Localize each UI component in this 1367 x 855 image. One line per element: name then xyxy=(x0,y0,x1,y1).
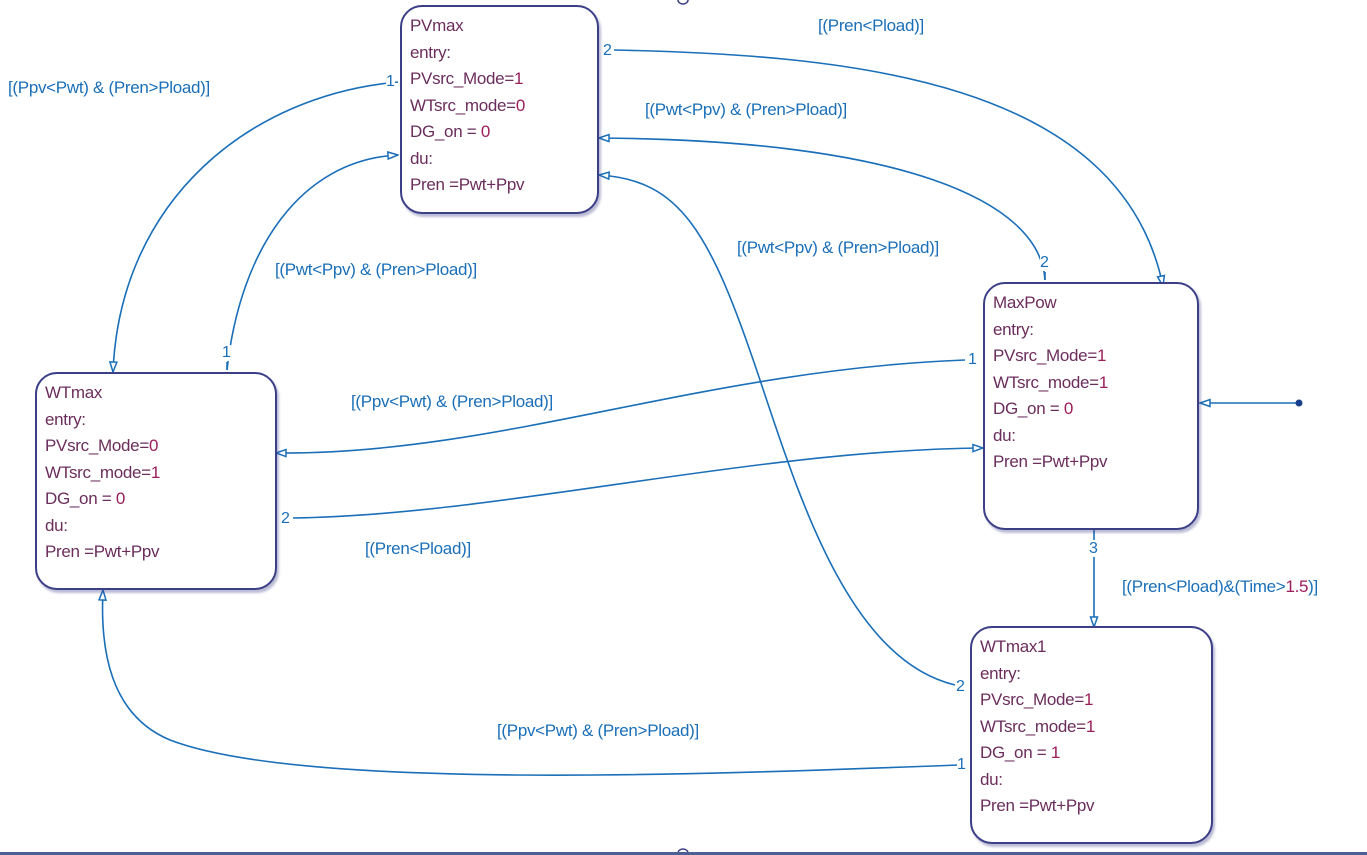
state-line: WTsrc_mode=1 xyxy=(993,372,1108,392)
state-line: DG_on = 0 xyxy=(45,489,125,508)
state-wtmax1[interactable]: WTmax1 entry: PVsrc_Mode=1 WTsrc_mode=1 … xyxy=(970,626,1213,844)
state-line: entry: xyxy=(45,409,86,429)
state-line: PVsrc_Mode=1 xyxy=(980,690,1094,709)
state-name: WTmax xyxy=(45,383,103,402)
transition-wtmax1-to-pvmax[interactable] xyxy=(599,175,956,686)
state-wtmax[interactable]: WTmax entry: PVsrc_Mode=0 WTsrc_mode=1 D… xyxy=(35,372,277,590)
priority-maxpow-to-wtmax1: 3 xyxy=(1089,540,1098,557)
state-line: DG_on = 1 xyxy=(980,743,1060,762)
priority-wtmax-to-pvmax: 1 xyxy=(222,344,231,361)
state-line: du: xyxy=(410,148,433,168)
guard-pvmax-to-wtmax: [(Ppv<Pwt) & (Pren>Pload)] xyxy=(8,78,210,97)
guard-wtmax-to-pvmax: [(Pwt<Ppv) & (Pren>Pload)] xyxy=(275,260,477,279)
state-line: WTsrc_mode=0 xyxy=(410,95,525,115)
priority-maxpow-to-pvmax: 2 xyxy=(1040,254,1049,271)
guard-wtmax1-to-wtmax: [(Ppv<Pwt) & (Pren>Pload)] xyxy=(497,721,699,740)
state-line: Pren =Pwt+Ppv xyxy=(410,175,525,194)
state-line: WTsrc_mode=1 xyxy=(980,716,1095,736)
transition-maxpow-to-pvmax[interactable] xyxy=(599,138,1046,281)
priority-maxpow-to-wtmax: 1 xyxy=(968,351,977,368)
transition-pvmax-to-maxpow[interactable] xyxy=(613,49,1163,286)
guard-pvmax-to-maxpow: [(Pren<Pload)] xyxy=(818,16,924,35)
state-line: Pren =Pwt+Ppv xyxy=(980,796,1095,815)
priority-wtmax1-to-pvmax: 2 xyxy=(956,678,965,695)
transition-pvmax-to-wtmax[interactable] xyxy=(113,81,399,372)
state-line: WTsrc_mode=1 xyxy=(45,462,160,482)
guard-maxpow-to-wtmax: [(Ppv<Pwt) & (Pren>Pload)] xyxy=(351,392,553,411)
guard-maxpow-to-pvmax: [(Pwt<Ppv) & (Pren>Pload)] xyxy=(645,100,847,119)
state-line: PVsrc_Mode=1 xyxy=(410,69,524,88)
default-transition-dot xyxy=(1295,399,1303,407)
state-line: entry: xyxy=(993,319,1034,339)
state-pvmax[interactable]: PVmax entry: PVsrc_Mode=1 WTsrc_mode=0 D… xyxy=(400,5,599,214)
transition-wtmax-to-pvmax[interactable] xyxy=(226,155,398,371)
state-line: PVsrc_Mode=1 xyxy=(993,346,1107,365)
priority-pvmax-to-wtmax: 1 xyxy=(386,73,395,90)
priority-wtmax1-to-wtmax: 1 xyxy=(957,756,966,773)
transition-wtmax1-to-wtmax[interactable] xyxy=(103,590,959,776)
state-line: entry: xyxy=(980,663,1021,683)
guard-maxpow-to-wtmax1: [(Pren<Pload)&(Time>1.5)] xyxy=(1122,577,1318,596)
state-line: DG_on = 0 xyxy=(410,122,490,141)
state-line: Pren =Pwt+Ppv xyxy=(993,452,1108,471)
top-junction-marker xyxy=(677,0,689,5)
bottom-border xyxy=(0,852,1367,855)
bottom-junction-marker xyxy=(677,848,689,854)
state-maxpow[interactable]: MaxPow entry: PVsrc_Mode=1 WTsrc_mode=1 … xyxy=(983,282,1199,530)
transition-wtmax-to-maxpow[interactable] xyxy=(292,448,983,519)
state-line: Pren =Pwt+Ppv xyxy=(45,542,160,561)
state-line: PVsrc_Mode=0 xyxy=(45,436,159,455)
state-line: du: xyxy=(45,515,68,535)
priority-pvmax-to-maxpow: 2 xyxy=(603,42,612,59)
state-line: DG_on = 0 xyxy=(993,399,1073,418)
guard-wtmax1-to-pvmax: [(Pwt<Ppv) & (Pren>Pload)] xyxy=(737,238,939,257)
guard-wtmax-to-maxpow: [(Pren<Pload)] xyxy=(365,539,471,558)
state-line: entry: xyxy=(410,42,451,62)
state-name: PVmax xyxy=(410,16,464,35)
priority-wtmax-to-maxpow: 2 xyxy=(281,510,290,527)
transition-maxpow-to-wtmax[interactable] xyxy=(276,359,966,453)
state-line: du: xyxy=(993,425,1016,445)
state-name: MaxPow xyxy=(993,293,1057,312)
state-name: WTmax1 xyxy=(980,637,1047,656)
state-line: du: xyxy=(980,769,1003,789)
